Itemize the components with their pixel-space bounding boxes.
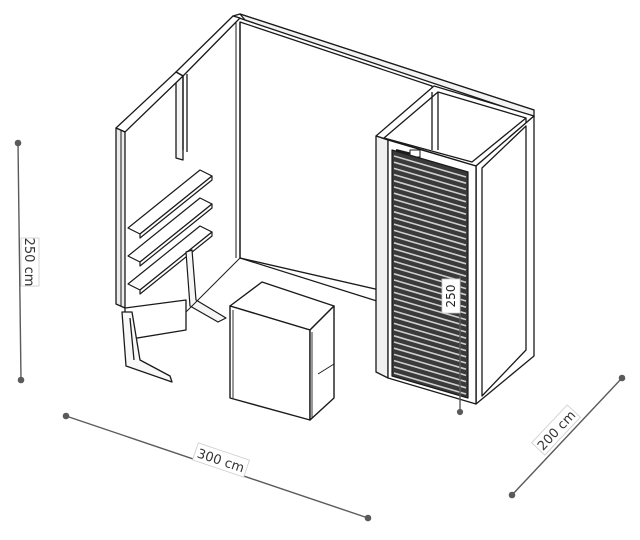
door-slat [393, 180, 467, 203]
door-slat [393, 204, 467, 228]
door-slat [393, 254, 467, 277]
door-slat [393, 322, 467, 346]
door-slat [393, 242, 467, 265]
door-slat [393, 161, 467, 184]
door-slat [393, 217, 467, 240]
height-dimension-line [17, 142, 22, 381]
door-slat [393, 366, 467, 389]
door-slat [393, 341, 467, 364]
door-slat [393, 248, 467, 271]
door-slat [393, 347, 467, 370]
door-slat [393, 229, 467, 253]
door-slat [393, 316, 467, 339]
door-slat [393, 235, 467, 259]
door-slat [393, 173, 467, 197]
door-slat [393, 297, 467, 321]
reception-counter [229, 281, 335, 421]
floor-line [185, 257, 381, 313]
door-slat [393, 167, 467, 191]
door-slat [393, 192, 467, 215]
dimension-labels: 250 cm 300 cm 200 cm 250 [20, 237, 581, 478]
sliding-louvre-door [391, 149, 469, 399]
door-slat [393, 155, 467, 178]
door-slat [393, 304, 467, 327]
door-slat [393, 353, 467, 377]
door-height-label: 250 [444, 285, 458, 308]
door-slat [393, 310, 467, 333]
left-wall [115, 15, 241, 383]
door-slat [393, 372, 467, 395]
door-slat [393, 359, 467, 383]
counter-side [309, 305, 335, 421]
door-slat [393, 198, 467, 222]
door-slat [393, 223, 467, 246]
height-label: 250 cm [21, 238, 36, 287]
door-slat [393, 328, 467, 352]
door-slat [393, 211, 467, 234]
depth-dimension-line [511, 377, 623, 496]
door-slat [393, 186, 467, 209]
shelf-unit [127, 169, 227, 323]
door-slat [393, 335, 467, 358]
